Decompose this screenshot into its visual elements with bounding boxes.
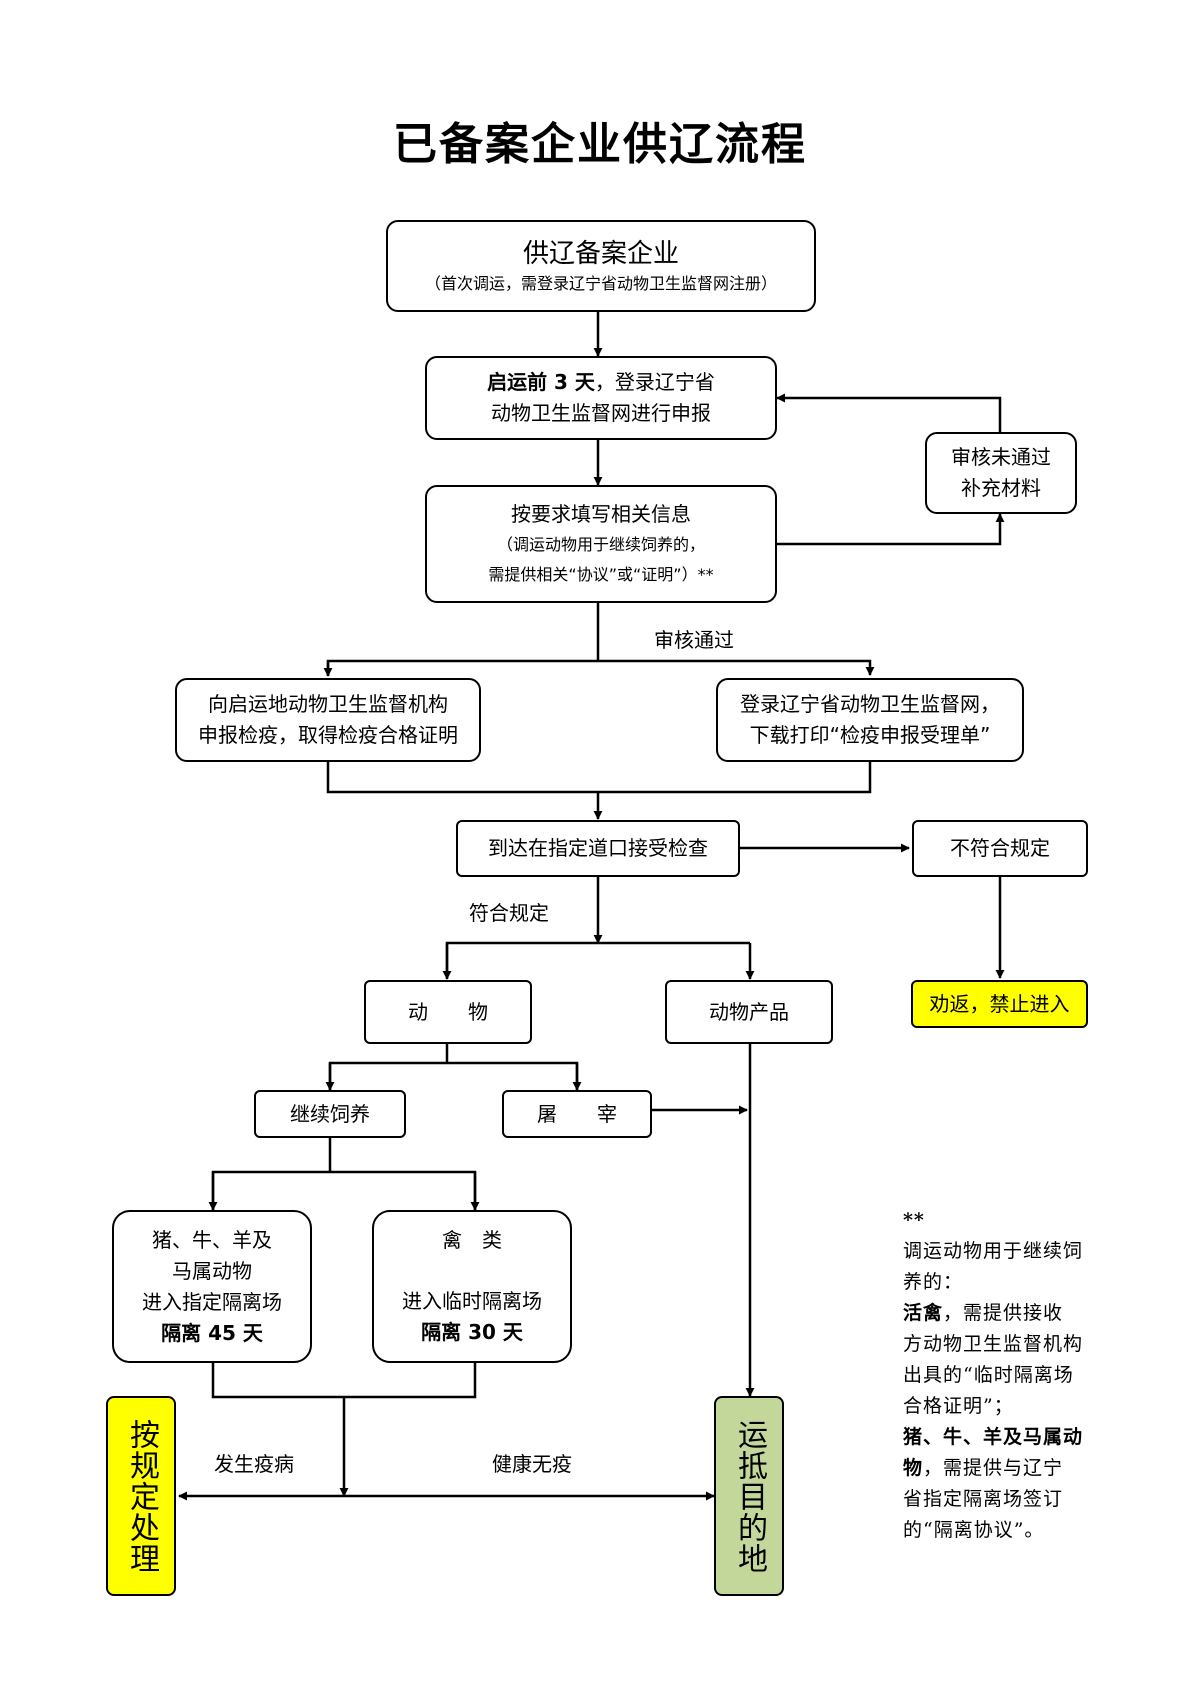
destination-text: 运抵目的地 bbox=[732, 1418, 767, 1574]
footnote-poultry-title: 活禽 bbox=[903, 1302, 944, 1324]
line-merge bbox=[326, 762, 872, 794]
slaughter-text: 屠 宰 bbox=[537, 1101, 617, 1126]
livestock-line1: 猪、牛、羊及 bbox=[152, 1227, 272, 1252]
quarantine-report-line2: 申报检疫，取得检疫合格证明 bbox=[198, 723, 458, 747]
healthy-label: 健康无疫 bbox=[492, 1452, 572, 1476]
review-failed-line2: 补充材料 bbox=[961, 476, 1041, 500]
footnote-intro: 调运动物用于继续饲养的： bbox=[903, 1240, 1084, 1293]
checkpoint-box: 到达在指定道口接受检查 bbox=[456, 820, 740, 877]
page-title: 已备案企业供辽流程 bbox=[393, 119, 807, 170]
continue-feeding-text: 继续饲养 bbox=[290, 1101, 370, 1126]
poultry-line2: 进入临时隔离场 bbox=[402, 1289, 542, 1313]
registered-enterprise-box: 供辽备案企业 （首次调运，需登录辽宁省动物卫生监督网注册） bbox=[386, 220, 816, 312]
line-split-isolation bbox=[211, 1170, 477, 1210]
registered-enterprise-note: （首次调运，需登录辽宁省动物卫生监督网注册） bbox=[424, 274, 777, 293]
review-passed-label: 审核通过 bbox=[654, 628, 734, 652]
review-failed-line1: 审核未通过 bbox=[951, 445, 1051, 469]
footnote-poultry: 活禽，需提供接收方动物卫生监督机构出具的“临时隔离场合格证明”； bbox=[903, 1298, 1083, 1422]
animal-products-box: 动物产品 bbox=[665, 980, 833, 1044]
arrow-review-failed-to-declare bbox=[776, 393, 1002, 432]
footnote-livestock: 猪、牛、羊及马属动物，需提供与辽宁省指定隔离场签订的“隔离协议”。 bbox=[903, 1422, 1083, 1546]
epidemic-label: 发生疫病 bbox=[214, 1452, 294, 1476]
handle-by-rules-text: 按规定处理 bbox=[124, 1418, 159, 1574]
review-failed-box: 审核未通过 补充材料 bbox=[925, 432, 1077, 514]
animals-box: 动 物 bbox=[364, 980, 532, 1044]
arrow-split-left bbox=[326, 659, 875, 676]
turn-back-box: 劝返，禁止进入 bbox=[911, 980, 1088, 1028]
declare-box: 启运前 3 天，登录辽宁省 动物卫生监督网进行申报 bbox=[425, 356, 777, 440]
noncompliant-box: 不符合规定 bbox=[912, 820, 1088, 877]
print-receipt-line1: 登录辽宁省动物卫生监督网， bbox=[740, 692, 1000, 716]
line-isolation-merge bbox=[211, 1363, 477, 1399]
quarantine-report-box: 向启运地动物卫生监督机构 申报检疫，取得检疫合格证明 bbox=[175, 678, 481, 762]
print-receipt-line2: 下载打印“检疫申报受理单” bbox=[749, 723, 991, 747]
animals-text: 动 物 bbox=[408, 999, 488, 1024]
arrow-fillinfo-to-review-failed bbox=[775, 513, 1005, 546]
livestock-line2: 马属动物 bbox=[172, 1258, 252, 1283]
footnote-poultry-text: ，需提供接收方动物卫生监督机构出具的“临时隔离场合格证明”； bbox=[903, 1302, 1084, 1417]
poultry-line1: 禽 类 bbox=[442, 1228, 502, 1252]
line-split-animals-products bbox=[445, 941, 750, 978]
print-receipt-box: 登录辽宁省动物卫生监督网， 下载打印“检疫申报受理单” bbox=[716, 678, 1024, 762]
footnote: ** 调运动物用于继续饲养的： 活禽，需提供接收方动物卫生监督机构出具的“临时隔… bbox=[903, 1205, 1083, 1546]
line-split-feed-slaughter bbox=[328, 1061, 579, 1090]
footnote-marker: ** bbox=[903, 1209, 925, 1231]
fill-info-line2: （调运动物用于继续饲养的， bbox=[496, 534, 705, 554]
fill-info-line3: 需提供相关“协议”或“证明”）** bbox=[488, 564, 714, 584]
livestock-duration: 隔离 45 天 bbox=[161, 1320, 263, 1345]
turn-back-text: 劝返，禁止进入 bbox=[929, 991, 1070, 1016]
fill-info-box: 按要求填写相关信息 （调运动物用于继续饲养的， 需提供相关“协议”或“证明”）*… bbox=[425, 485, 777, 603]
checkpoint-text: 到达在指定道口接受检查 bbox=[488, 836, 708, 860]
declare-line1: 启运前 3 天，登录辽宁省 bbox=[487, 367, 715, 398]
declare-line1-rest: ，登录辽宁省 bbox=[594, 370, 715, 394]
footnote-livestock-title: 猪、牛、羊及马属动物 bbox=[903, 1426, 1084, 1479]
compliant-label: 符合规定 bbox=[469, 901, 549, 925]
fill-info-line1: 按要求填写相关信息 bbox=[511, 501, 691, 526]
slaughter-box: 屠 宰 bbox=[502, 1090, 652, 1138]
livestock-isolation-box: 猪、牛、羊及 马属动物 进入指定隔离场 隔离 45 天 bbox=[112, 1210, 312, 1363]
destination-box: 运抵目的地 bbox=[714, 1396, 784, 1596]
livestock-line3: 进入指定隔离场 bbox=[142, 1289, 282, 1314]
continue-feeding-box: 继续饲养 bbox=[254, 1090, 406, 1138]
poultry-isolation-box: 禽 类 进入临时隔离场 隔离 30 天 bbox=[372, 1210, 572, 1363]
poultry-duration: 隔离 30 天 bbox=[421, 1320, 523, 1344]
declare-deadline: 启运前 3 天 bbox=[487, 370, 595, 394]
footnote-livestock-text: ，需提供与辽宁省指定隔离场签订的“隔离协议”。 bbox=[903, 1457, 1064, 1541]
quarantine-report-line1: 向启运地动物卫生监督机构 bbox=[208, 692, 448, 716]
animal-products-text: 动物产品 bbox=[709, 999, 789, 1024]
registered-enterprise-title: 供辽备案企业 bbox=[522, 239, 679, 269]
noncompliant-text: 不符合规定 bbox=[950, 836, 1050, 860]
declare-line2: 动物卫生监督网进行申报 bbox=[491, 401, 711, 425]
handle-by-rules-box: 按规定处理 bbox=[106, 1396, 176, 1596]
